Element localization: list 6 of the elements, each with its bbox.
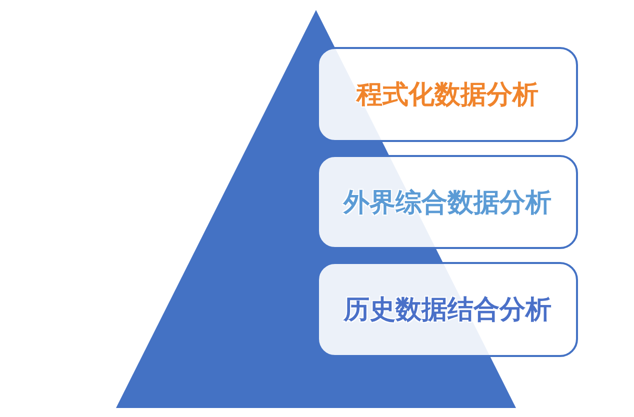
level-label: 外界综合数据分析 — [344, 186, 552, 220]
text-box — [317, 262, 578, 357]
text-box — [317, 47, 578, 142]
text-box — [317, 155, 578, 249]
level-label: 程式化数据分析 — [356, 79, 538, 112]
level-label: 历史数据结合分析 — [344, 294, 552, 327]
